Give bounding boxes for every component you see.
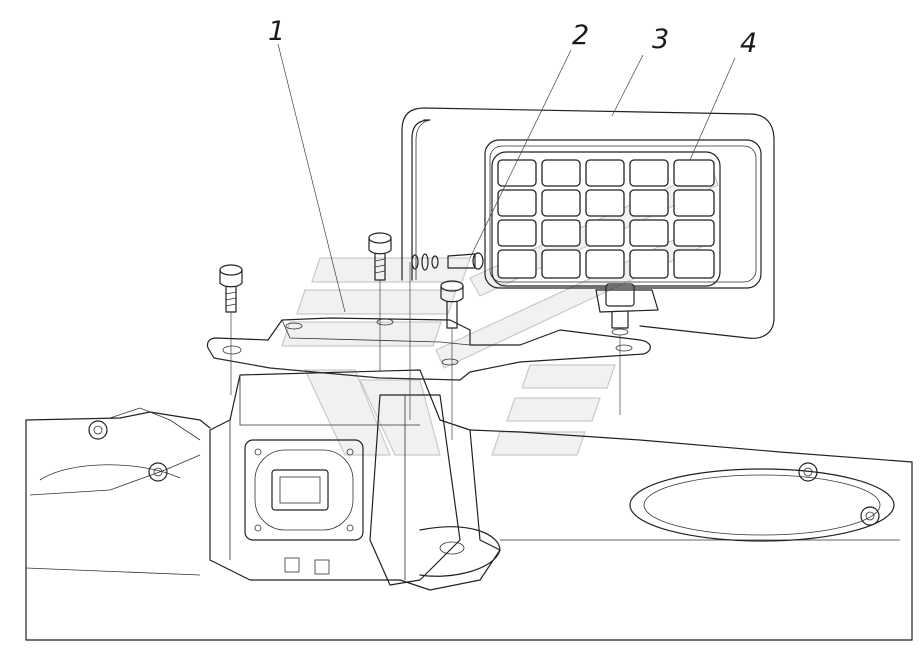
callout-labels: 1 2 3 4: [268, 16, 757, 59]
mounting-bracket: [206, 317, 651, 381]
lens-grid: [497, 159, 715, 279]
callout-leaders: [277, 43, 736, 313]
work-lamp-icon: [401, 107, 775, 415]
base-frame: [25, 407, 913, 641]
callout-4: 4: [740, 28, 757, 59]
bolt-icon: [219, 232, 464, 440]
gearbox-housing: [209, 369, 501, 591]
bolt-icon: [88, 420, 880, 526]
callout-2: 2: [572, 20, 589, 51]
callout-1: 1: [268, 16, 285, 47]
callout-3: 3: [652, 24, 669, 55]
